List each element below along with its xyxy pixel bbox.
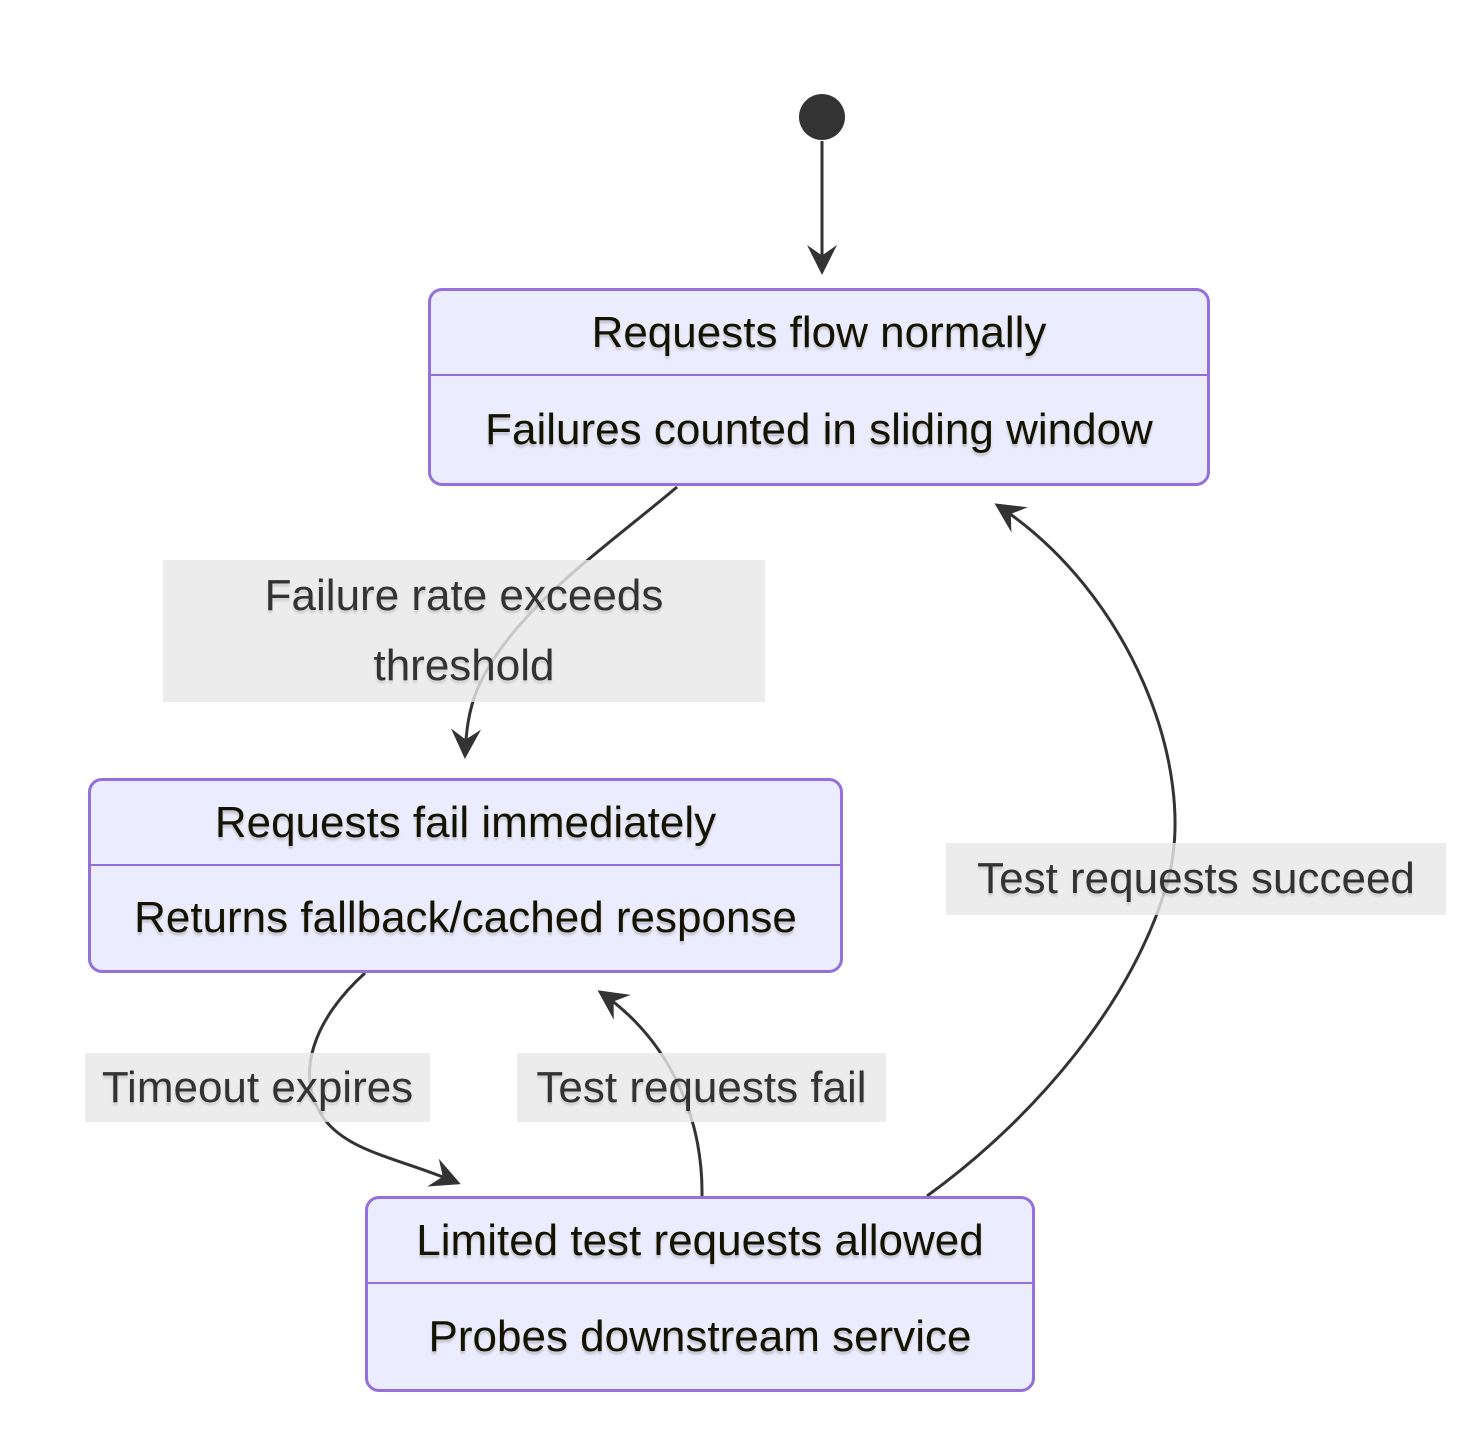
- state-closed: Requests flow normally Failures counted …: [428, 288, 1210, 486]
- state-open: Requests fail immediately Returns fallba…: [88, 778, 843, 973]
- state-open-title: Requests fail immediately: [91, 781, 840, 866]
- state-open-description: Returns fallback/cached response: [134, 893, 797, 942]
- state-half-open: Limited test requests allowed Probes dow…: [365, 1196, 1035, 1392]
- state-closed-description: Failures counted in sliding window: [485, 404, 1153, 454]
- state-closed-title: Requests flow normally: [431, 291, 1207, 376]
- initial-state-dot: [799, 94, 845, 140]
- edge-label-test-requests-succeed: Test requests succeed: [946, 843, 1446, 915]
- state-half-open-title: Limited test requests allowed: [368, 1199, 1032, 1284]
- edge-label-line-1: Failure rate exceeds: [264, 571, 664, 620]
- edge-label-line-2: threshold: [373, 641, 555, 690]
- edge-label-timeout-expires: Timeout expires: [85, 1053, 430, 1122]
- edge-label-test-requests-fail: Test requests fail: [517, 1053, 886, 1122]
- edge-label-failure-threshold: Failure rate exceeds threshold: [163, 560, 765, 702]
- state-half-open-description: Probes downstream service: [428, 1311, 972, 1361]
